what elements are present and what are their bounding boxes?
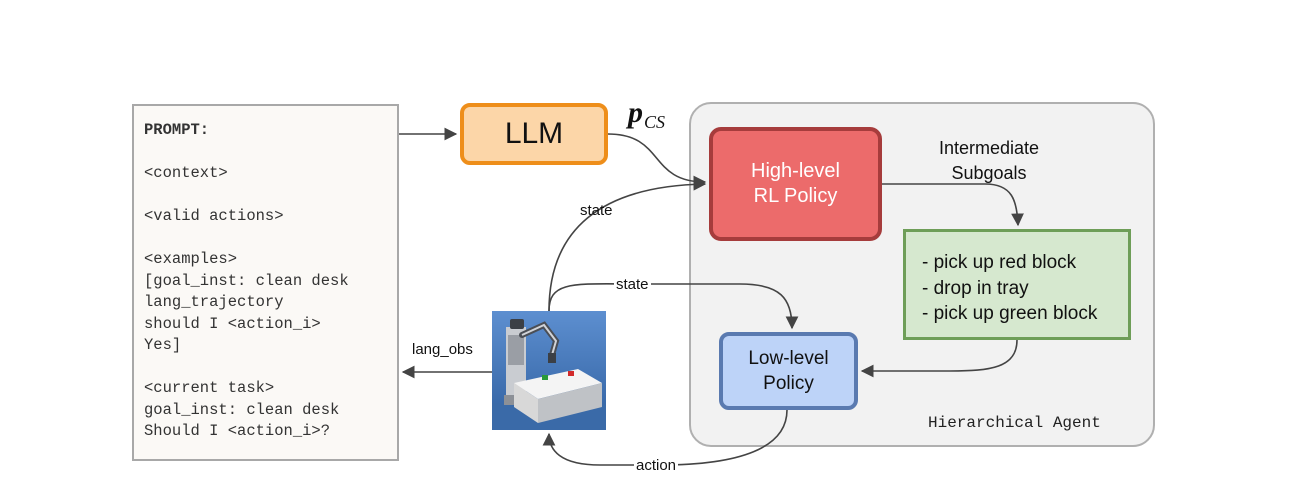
- prompt-examples-line: should I <action_i>: [144, 314, 321, 333]
- prompt-valid-actions: <valid actions>: [144, 207, 284, 225]
- prompt-context: <context>: [144, 164, 228, 182]
- edge-label-action: action: [634, 457, 679, 474]
- prompt-examples-line: [goal_inst: clean desk: [144, 271, 349, 290]
- pcs-subscript: CS: [644, 112, 666, 132]
- prompt-current-task-line: goal_inst: clean desk: [144, 400, 340, 419]
- prompt-examples-line: lang_trajectory: [144, 293, 284, 311]
- prompt-title: PROMPT:: [144, 121, 210, 139]
- edge-label-state-top: state: [580, 202, 613, 219]
- prompt-current-task-line: Should I <action_i>?: [144, 422, 331, 440]
- intermediate-subgoals-label: Intermediate Subgoals: [924, 136, 1054, 186]
- subgoal-item: - drop in tray: [922, 277, 1029, 299]
- subgoals-label-line1: Intermediate: [938, 138, 1040, 158]
- pcs-main: p: [628, 96, 643, 129]
- low-level-line1: Low-level: [748, 348, 829, 369]
- subgoals-label-line2: Subgoals: [951, 163, 1027, 183]
- prompt-examples-line: Yes]: [144, 336, 182, 354]
- llm-box: LLM: [460, 103, 608, 165]
- high-level-line2: RL Policy: [753, 185, 838, 207]
- prompt-box: PROMPT: <context> <valid actions> <examp…: [132, 104, 399, 461]
- subgoal-item: - pick up green block: [922, 303, 1098, 324]
- subgoals-box: - pick up red block - drop in tray - pic…: [903, 229, 1131, 340]
- pcs-label: pCS: [628, 96, 665, 133]
- prompt-examples-line: <examples>: [144, 250, 238, 268]
- high-level-policy-box: High-level RL Policy: [709, 127, 882, 241]
- edge-label-lang-obs: lang_obs: [412, 341, 473, 358]
- hierarchical-agent-label: Hierarchical Agent: [928, 414, 1101, 432]
- edge-label-state-mid: state: [614, 276, 651, 293]
- low-level-line2: Policy: [763, 373, 814, 394]
- subgoal-item: - pick up red block: [922, 252, 1077, 273]
- low-level-policy-box: Low-level Policy: [719, 332, 858, 410]
- robot-scene-icon: [492, 311, 606, 430]
- prompt-current-task-line: <current task>: [144, 379, 275, 397]
- llm-label: LLM: [504, 117, 564, 150]
- robot-environment-image: [492, 311, 606, 430]
- high-level-line1: High-level: [751, 160, 840, 182]
